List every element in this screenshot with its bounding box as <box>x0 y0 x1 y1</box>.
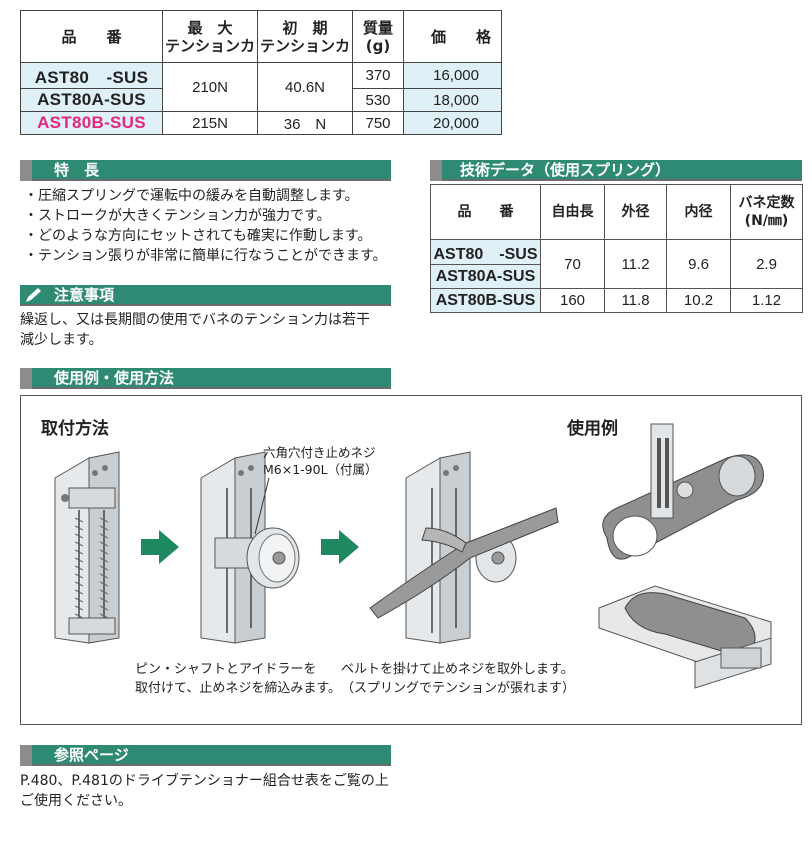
free-length: 70 <box>540 239 605 289</box>
example-title: 使用例 <box>567 419 618 439</box>
list-item: ・ストロークが大きくテンション力が強力です。 <box>24 208 331 224</box>
pen-icon <box>24 287 42 304</box>
features-list: ・圧縮スプリングで運転中の緩みを自動調整します。 ・ストロークが大きくテンション… <box>24 186 387 266</box>
caution-text: 繰返し、又は長期間の使用でバネのテンション力は若干 減少します。 <box>20 310 370 350</box>
mass: 530 <box>352 88 404 112</box>
spec-header-row: 品 番 最 大テンションカ 初 期テンションカ 質量(g) 価 格 <box>20 10 502 63</box>
tensioner-with-idler-image <box>200 451 300 644</box>
spring-rate: 2.9 <box>730 239 803 289</box>
init-tension: 40.6N <box>257 62 353 112</box>
table-row: AST80B-SUS 160 11.8 10.2 1.12 <box>430 288 803 313</box>
spec-header-max-tension: 最 大テンションカ <box>162 10 258 63</box>
usage-header: 使用例・使用方法 <box>20 368 391 389</box>
caution-header: 注意事項 <box>20 285 391 306</box>
reference-header: 参照ページ <box>20 745 391 766</box>
tech-header-free-length: 自由長 <box>540 184 605 240</box>
tech-header-id: 内径 <box>666 184 731 240</box>
features-title: 特 長 <box>54 161 100 179</box>
tech-header-od: 外径 <box>604 184 667 240</box>
part-number: AST80A-SUS <box>20 88 163 112</box>
caution-title: 注意事項 <box>54 286 115 304</box>
conveyor-example-image <box>598 585 772 689</box>
features-header: 特 長 <box>20 160 391 181</box>
callout-leader-line <box>254 477 270 535</box>
set-screw-callout: 六角穴付き止めネジ M6×1-90L（付属） <box>263 445 378 477</box>
header-block <box>20 745 32 766</box>
mass: 370 <box>352 62 404 89</box>
list-item: ・テンション張りが非常に簡単に行なうことができます。 <box>24 248 387 264</box>
caution-line: 減少します。 <box>20 332 103 348</box>
tech-data-header: 技術データ（使用スプリング） <box>430 160 802 181</box>
price: 18,000 <box>403 88 502 112</box>
usage-box: 取付方法 使用例 六角穴付き止めネジ M6×1-90L（付属） <box>20 395 802 725</box>
caution-line: 繰返し、又は長期間の使用でバネのテンション力は若干 <box>20 312 370 328</box>
table-row: AST80 -SUS 70 11.2 9.6 2.9 <box>430 239 803 289</box>
spec-header-init-tension: 初 期テンションカ <box>257 10 353 63</box>
part-number: AST80B-SUS <box>430 288 541 313</box>
init-tension: 36 N <box>257 111 353 135</box>
mass: 750 <box>352 111 404 135</box>
header-block <box>20 368 32 389</box>
part-number: AST80 -SUS <box>20 62 163 89</box>
outer-diameter: 11.2 <box>604 239 667 289</box>
list-item: ・圧縮スプリングで運転中の緩みを自動調整します。 <box>24 188 359 204</box>
tech-header-part: 品 番 <box>430 184 541 240</box>
table-row: AST80 -SUS 210N 40.6N 370 16,000 <box>20 62 502 112</box>
reference-title: 参照ページ <box>54 746 129 764</box>
inner-diameter: 10.2 <box>666 288 731 313</box>
outer-diameter: 11.8 <box>604 288 667 313</box>
price: 20,000 <box>403 111 502 135</box>
tensioner-bracket-image <box>54 451 120 644</box>
max-tension: 210N <box>162 62 258 112</box>
table-row: AST80A-SUS <box>430 264 803 289</box>
reference-line: ご使用ください。 <box>20 793 132 809</box>
header-block <box>20 160 32 181</box>
usage-title: 使用例・使用方法 <box>54 369 175 387</box>
part-number: AST80A-SUS <box>430 264 541 289</box>
caption-right: ベルトを掛けて止めネジを取外します。 （スプリングでテンションが張れます） <box>341 662 576 696</box>
tensioner-with-belt-image <box>369 451 559 644</box>
arrow-right-icon <box>141 530 179 564</box>
inner-diameter: 9.6 <box>666 239 731 289</box>
tech-data-title: 技術データ（使用スプリング） <box>460 161 671 179</box>
reference-text: P.480、P.481のドライブテンショナー組合せ表をご覧の上 ご使用ください。 <box>20 771 389 811</box>
belt-drive-example-image <box>602 423 764 560</box>
spec-header-part: 品 番 <box>20 10 163 63</box>
spec-table: 品 番 最 大テンションカ 初 期テンションカ 質量(g) 価 格 AST80 … <box>20 10 502 135</box>
tech-data-table: 品 番 自由長 外径 内径 バネ定数(N/㎜) AST80 -SUS 70 11… <box>430 184 803 313</box>
tech-header-rate: バネ定数(N/㎜) <box>730 184 803 240</box>
table-row: AST80B-SUS 215N 36 N 750 20,000 <box>20 111 502 135</box>
reference-line: P.480、P.481のドライブテンショナー組合せ表をご覧の上 <box>20 773 389 789</box>
list-item: ・どのような方向にセットされても確実に作動します。 <box>24 228 372 244</box>
part-number: AST80 -SUS <box>430 239 541 265</box>
spring-rate: 1.12 <box>730 288 803 313</box>
spec-header-price: 価 格 <box>403 10 502 63</box>
header-block <box>430 160 442 181</box>
tech-header-row: 品 番 自由長 外径 内径 バネ定数(N/㎜) <box>430 184 803 240</box>
part-number: AST80B-SUS <box>20 111 163 135</box>
caption-left: ピン・シャフトとアイドラーを 取付けて、止めネジを締込みます。 <box>135 662 342 696</box>
mount-title: 取付方法 <box>41 419 109 439</box>
spec-header-mass: 質量(g) <box>352 10 404 63</box>
price: 16,000 <box>403 62 502 89</box>
table-row: AST80A-SUS 530 18,000 <box>20 88 502 112</box>
free-length: 160 <box>540 288 605 313</box>
max-tension: 215N <box>162 111 258 135</box>
arrow-right-icon <box>321 530 359 564</box>
